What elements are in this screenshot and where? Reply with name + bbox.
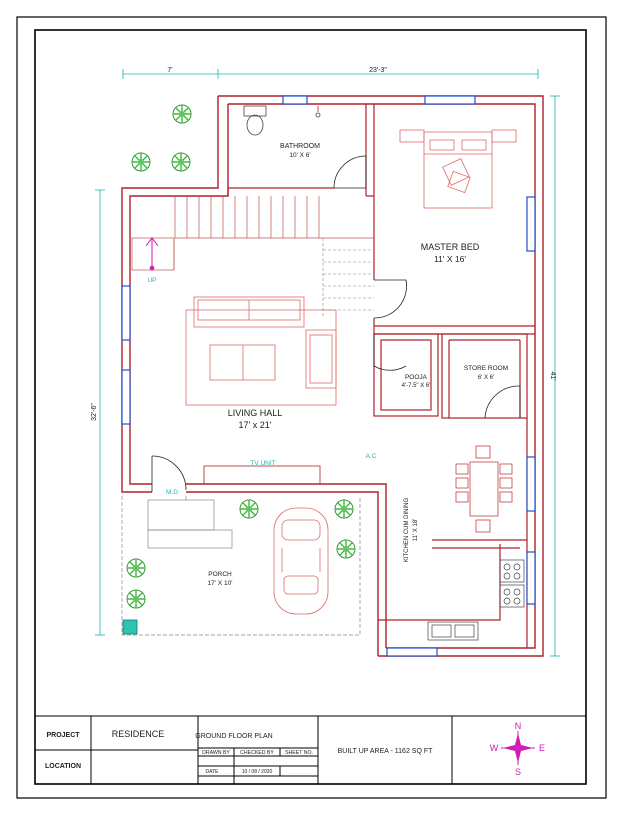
staircase	[131, 196, 374, 271]
compass-south: S	[515, 767, 521, 777]
tv-unit	[203, 465, 321, 485]
living-hall-name: LIVING HALL	[228, 408, 283, 418]
up-label: UP	[147, 277, 156, 284]
tree-icons	[126, 104, 356, 609]
location-label: LOCATION	[45, 763, 81, 770]
master-bed-furniture	[399, 129, 517, 209]
compass-west: W	[490, 743, 499, 753]
drawn-by-label: DRAWN BY	[202, 750, 230, 756]
dimension-right-vertical: 41'	[549, 371, 556, 380]
compass-east: E	[539, 743, 545, 753]
date-value: 10 / 08 / 2020	[242, 769, 273, 775]
toilet	[243, 105, 321, 136]
tv-unit-label: TV UNIT	[250, 460, 275, 467]
sheet-outer-border	[16, 16, 607, 799]
windows	[121, 95, 536, 657]
kitchen-name: KITCHEN CUM DINING	[404, 498, 410, 563]
kitchen-size: 11' X 18'	[413, 519, 419, 542]
stove	[499, 559, 525, 608]
built-up-area: BUILT UP AREA - 1162 SQ FT	[338, 748, 434, 755]
compass-north: N	[515, 721, 522, 731]
sheet-no-label: SHEET NO.	[285, 750, 313, 756]
dimension-left-vertical: 32'-6"	[91, 403, 98, 421]
porch-steps	[147, 496, 233, 549]
master-bed-name: MASTER BED	[421, 242, 480, 252]
living-furniture	[185, 296, 337, 406]
dimension-lines	[95, 69, 560, 657]
dining-table	[455, 445, 513, 533]
main-door-label: M.D	[166, 489, 178, 496]
store-room-size: 6' X 6'	[478, 375, 494, 381]
store-room-name: STORE ROOM	[464, 365, 508, 372]
dimension-top-right: 23'-3"	[369, 67, 387, 74]
staircase-dashed	[322, 238, 374, 316]
date-label: DATE	[206, 769, 220, 775]
master-bed-size: 11' X 16'	[434, 254, 466, 264]
porch-size: 17' X 10'	[208, 580, 233, 587]
up-arrow-icon	[145, 237, 159, 271]
checked-by-label: CHECKED BY	[240, 750, 274, 756]
bathroom-name: BATHROOM	[280, 143, 320, 150]
living-hall-size: 17' x 21'	[239, 420, 272, 430]
pooja-size: 4'-7.5" X 6'	[402, 383, 431, 389]
porch-outline	[121, 496, 361, 636]
corner-marker	[122, 619, 138, 635]
compass-icon	[501, 731, 535, 765]
drawing-title: GROUND FLOOR PLAN	[195, 733, 272, 740]
doors	[151, 155, 521, 492]
ac-label: A.C	[366, 453, 377, 460]
sink	[427, 621, 479, 641]
porch-name: PORCH	[208, 571, 232, 578]
bathroom-size: 10' X 6'	[289, 152, 310, 159]
title-block	[34, 715, 587, 785]
dimension-top-left: 7'	[167, 67, 172, 74]
car	[273, 507, 329, 615]
project-value: RESIDENCE	[112, 729, 165, 739]
project-label: PROJECT	[46, 732, 80, 739]
pooja-name: POOJA	[405, 374, 428, 381]
